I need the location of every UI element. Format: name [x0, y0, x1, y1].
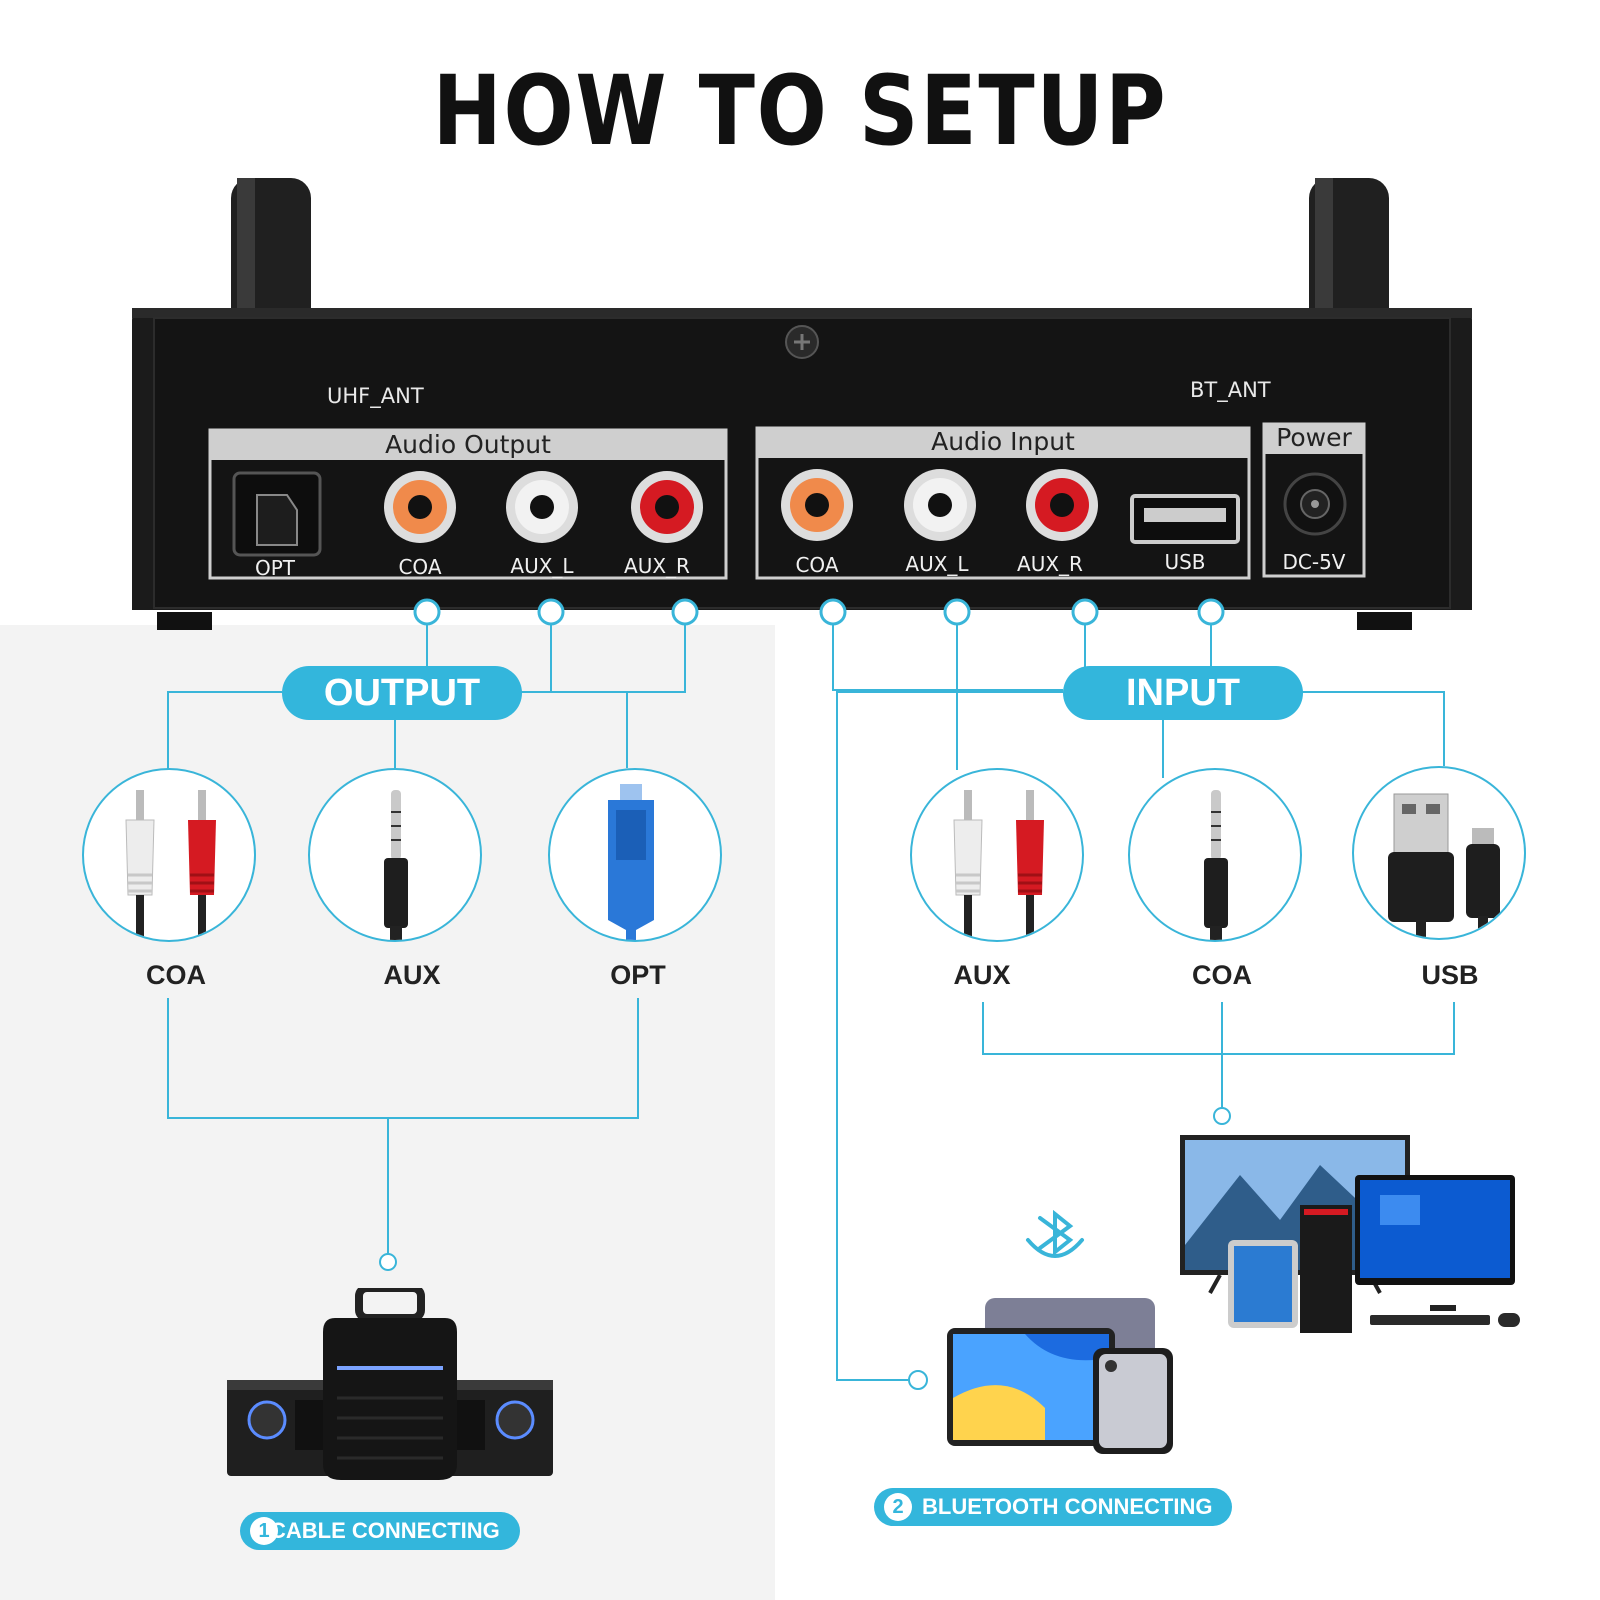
- aux-35mm-cable-icon: [1204, 790, 1228, 940]
- input-coa-label: COA: [1192, 960, 1252, 990]
- uhf-antenna-label: UHF_ANT: [327, 384, 424, 408]
- input-usb-cable: [1352, 766, 1526, 940]
- output-port-aux-r: AUX_R: [624, 554, 690, 578]
- input-usb-label: USB: [1421, 960, 1479, 990]
- bluetooth-connecting-badge: 2 BLUETOOTH CONNECTING: [874, 1488, 1233, 1526]
- output-opt-cable: [548, 768, 722, 942]
- audio-input-label: Audio Input: [931, 427, 1075, 456]
- audio-output-label: Audio Output: [385, 430, 551, 459]
- input-port-aux-l: AUX_L: [905, 552, 969, 576]
- cable-step-number: 1: [250, 1517, 278, 1545]
- cable-connecting-label: CABLE CONNECTING: [270, 1518, 500, 1543]
- input-aux-cable: [910, 768, 1084, 942]
- amplifier-speaker-illustration: [227, 1288, 553, 1480]
- output-port-aux-l: AUX_L: [510, 554, 574, 578]
- rca-cable-icon: [125, 790, 216, 940]
- input-coa-cable: [1128, 768, 1302, 942]
- bt-antenna-label: BT_ANT: [1190, 378, 1271, 402]
- usb-cable-icon: [1388, 793, 1500, 938]
- input-group-title: INPUT: [1063, 666, 1303, 720]
- output-port-coa: COA: [398, 555, 442, 579]
- input-port-aux-r: AUX_R: [1017, 552, 1083, 576]
- receiver-device: UHF_ANT BT_ANT Audio Output Audio Input …: [132, 300, 1472, 630]
- rca-cable-icon: [953, 790, 1044, 940]
- output-opt-label: OPT: [610, 960, 666, 990]
- bluetooth-connecting-label: BLUETOOTH CONNECTING: [922, 1494, 1213, 1519]
- cable-connecting-badge: 1 CABLE CONNECTING: [240, 1512, 520, 1550]
- tablet-phone-illustration: [947, 1298, 1173, 1454]
- output-group-title: OUTPUT: [282, 666, 522, 720]
- power-port-dc: DC-5V: [1282, 550, 1346, 574]
- device-body-graphic: [132, 308, 1472, 630]
- optical-cable-icon: [608, 784, 654, 940]
- output-coa-cable: [82, 768, 256, 942]
- input-port-coa: COA: [795, 553, 839, 577]
- bluetooth-icon: [1026, 1210, 1084, 1258]
- input-aux-label: AUX: [953, 960, 1011, 990]
- page-title: HOW TO SETUP: [432, 55, 1168, 167]
- bluetooth-step-number: 2: [884, 1493, 912, 1521]
- input-port-usb: USB: [1164, 550, 1206, 574]
- output-coa-label: COA: [146, 960, 206, 990]
- output-aux-label: AUX: [383, 960, 441, 990]
- power-label: Power: [1276, 423, 1352, 452]
- computers-tv-illustration: [1180, 1135, 1520, 1333]
- output-aux-cable: [308, 768, 482, 942]
- output-port-opt: OPT: [254, 556, 296, 580]
- aux-35mm-cable-icon: [384, 790, 408, 940]
